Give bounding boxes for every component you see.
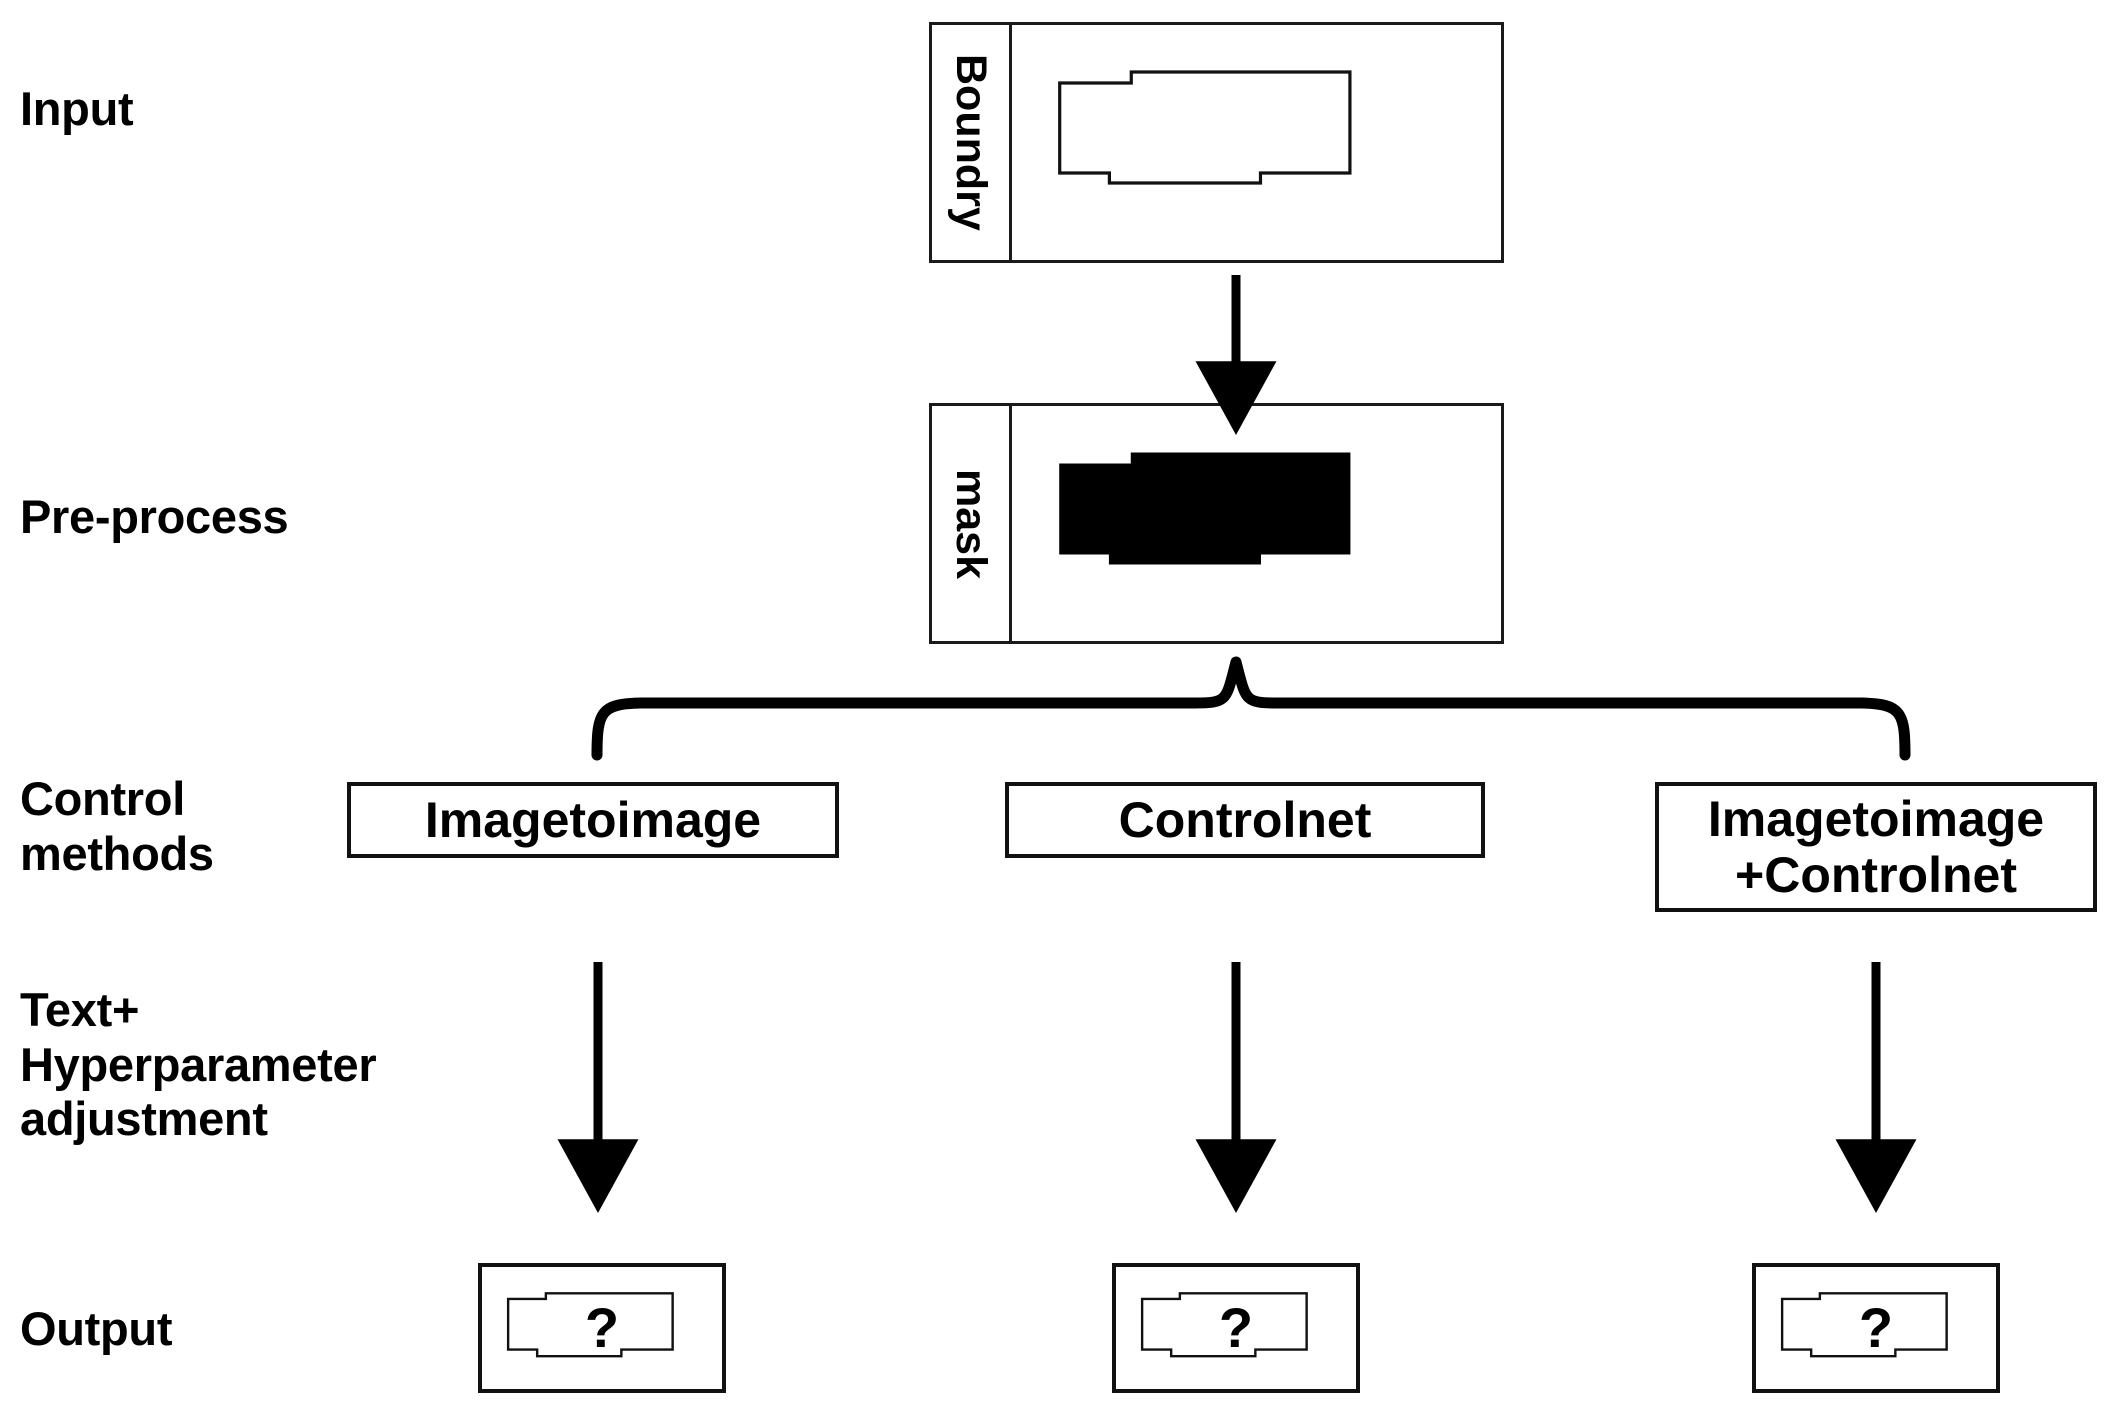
mask-panel: mask xyxy=(929,403,1504,644)
output-question-mark-1: ? xyxy=(584,1296,620,1359)
output-box-controlnet: ? xyxy=(1112,1263,1360,1393)
control-method-imagetoimage-label: Imagetoimage xyxy=(424,792,762,848)
control-method-imagetoimage-plus-controlnet-label: Imagetoimage +Controlnet xyxy=(1707,791,2045,903)
row-label-control-methods: Control methods xyxy=(20,772,214,880)
mask-floorplan-filled-icon xyxy=(1059,452,1351,565)
output-question-mark-3: ? xyxy=(1858,1296,1894,1359)
output-question-mark-2: ? xyxy=(1218,1296,1254,1359)
boundry-floorplan-outline-icon xyxy=(1012,25,1501,260)
output-box-imagetoimage-plus-controlnet: ? xyxy=(1752,1263,2000,1393)
control-method-controlnet-label: Controlnet xyxy=(1118,792,1372,848)
boundry-panel-tab: Boundry xyxy=(932,25,1012,260)
output-floorplan-outline-icon-2 xyxy=(1116,1267,1356,1389)
brace-preprocess-to-methods xyxy=(591,656,1911,761)
row-label-text-hyperparameter-adjustment: Text+ Hyperparameter adjustment xyxy=(20,983,377,1146)
mask-panel-tab: mask xyxy=(932,406,1012,641)
boundry-panel-canvas xyxy=(1012,25,1501,260)
mask-panel-canvas xyxy=(1012,406,1501,641)
row-label-output: Output xyxy=(20,1302,173,1355)
mask-panel-tab-label: mask xyxy=(947,468,995,579)
output-floorplan-outline-icon-1 xyxy=(482,1267,722,1389)
control-method-controlnet[interactable]: Controlnet xyxy=(1005,782,1485,858)
boundry-panel: Boundry xyxy=(929,22,1504,263)
output-floorplan-outline-icon-3 xyxy=(1756,1267,1996,1389)
control-method-imagetoimage-plus-controlnet[interactable]: Imagetoimage +Controlnet xyxy=(1655,782,2097,912)
control-method-imagetoimage[interactable]: Imagetoimage xyxy=(347,782,839,858)
row-label-pre-process: Pre-process xyxy=(20,490,289,543)
boundry-panel-tab-label: Boundry xyxy=(947,54,995,231)
row-label-input: Input xyxy=(20,82,134,135)
output-box-imagetoimage: ? xyxy=(478,1263,726,1393)
